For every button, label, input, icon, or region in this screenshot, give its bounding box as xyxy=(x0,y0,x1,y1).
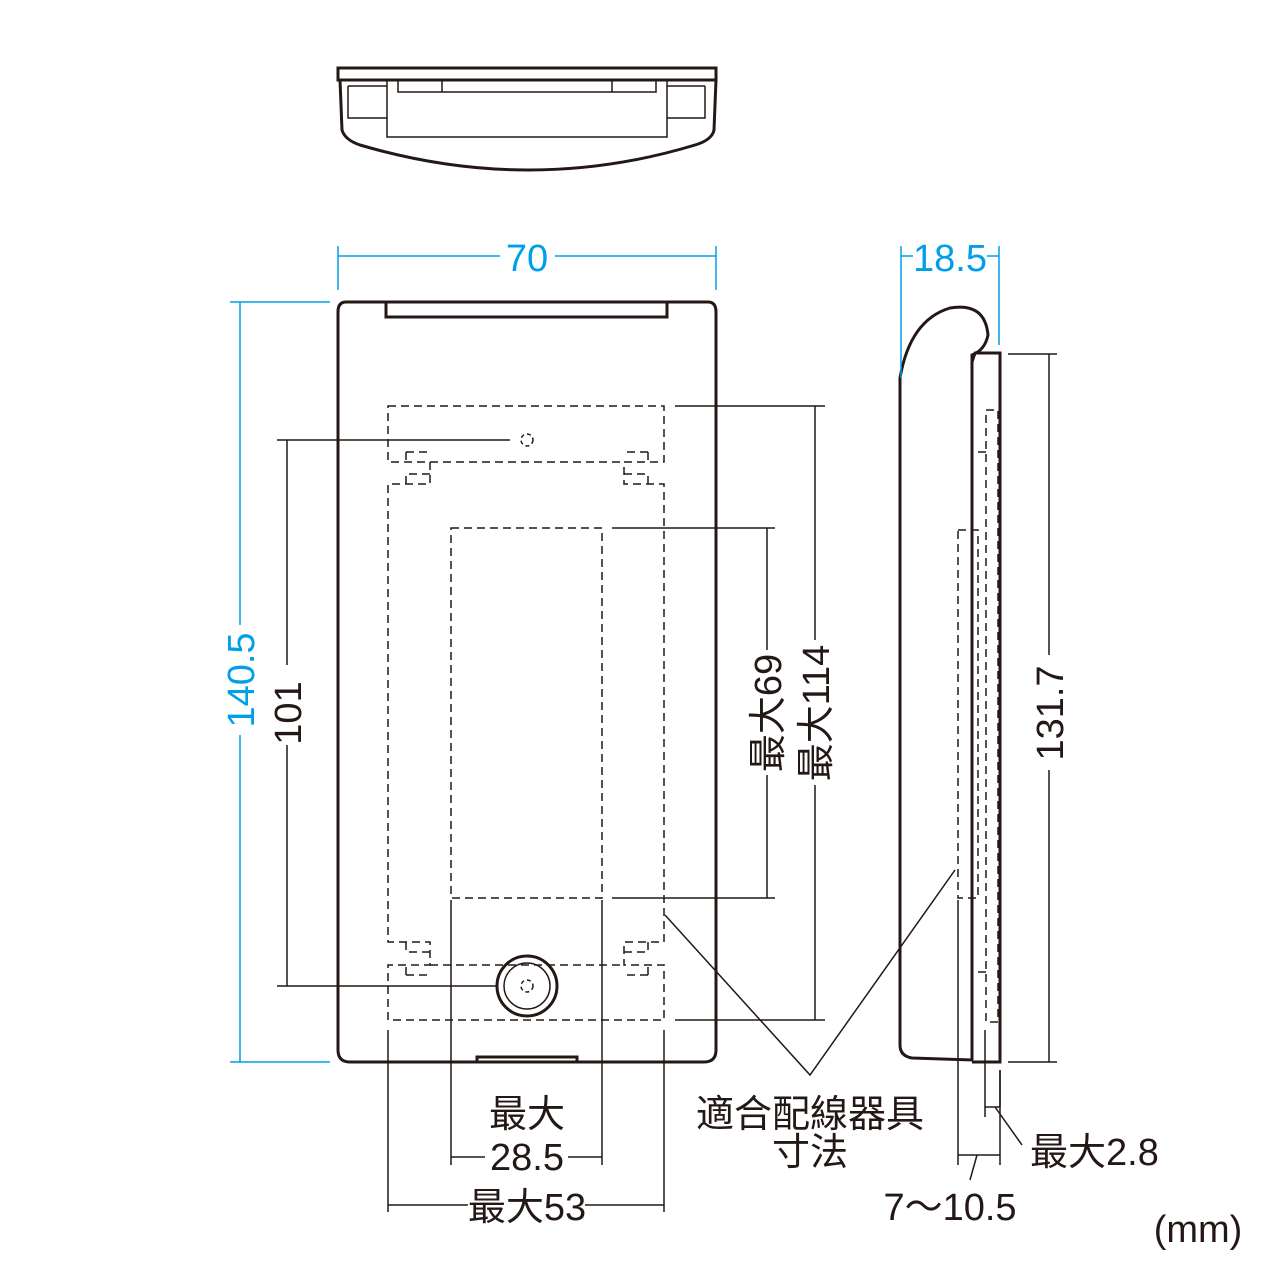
hole-pitch-label: 101 xyxy=(268,681,310,744)
side-view xyxy=(898,305,1002,1064)
dimension-side-height: 131.7 xyxy=(1008,353,1072,1063)
dimension-depth: 18.5 xyxy=(900,238,1000,378)
max-114-label: 最大114 xyxy=(796,645,838,782)
dimension-max-28-5: 最大 28.5 xyxy=(450,900,603,1179)
compatible-label-line1: 適合配線器具 xyxy=(696,1094,924,1136)
max-53-label: 最大53 xyxy=(468,1187,586,1229)
dimension-hole-pitch: 101 xyxy=(268,439,510,987)
dimension-max-53: 最大53 xyxy=(387,1030,665,1229)
width-label: 70 xyxy=(506,238,548,280)
dimension-height: 140.5 xyxy=(221,301,330,1063)
max-label: 最大 xyxy=(489,1094,565,1136)
unit-label: (mm) xyxy=(1154,1209,1243,1251)
compatible-device-annotation: 適合配線器具 寸法 xyxy=(664,869,956,1174)
dimension-width: 70 xyxy=(337,238,717,290)
compatible-label-line2: 寸法 xyxy=(772,1132,848,1174)
max-28-5-label: 28.5 xyxy=(490,1137,564,1179)
side-height-label: 131.7 xyxy=(1030,665,1072,760)
dimension-depth-range: 7〜10.5 xyxy=(883,900,1017,1229)
depth-label: 18.5 xyxy=(913,238,987,280)
max-69-label: 最大69 xyxy=(748,654,790,772)
depth-range-label: 7〜10.5 xyxy=(883,1187,1016,1229)
front-view xyxy=(336,300,718,1064)
top-view xyxy=(336,66,718,172)
dimension-max-114: 最大114 xyxy=(675,405,838,1021)
dimension-max-2-8: 最大2.8 xyxy=(984,1030,1159,1174)
height-label: 140.5 xyxy=(221,632,263,727)
dimension-max-69: 最大69 xyxy=(612,527,790,899)
max-2-8-label: 最大2.8 xyxy=(1030,1132,1159,1174)
